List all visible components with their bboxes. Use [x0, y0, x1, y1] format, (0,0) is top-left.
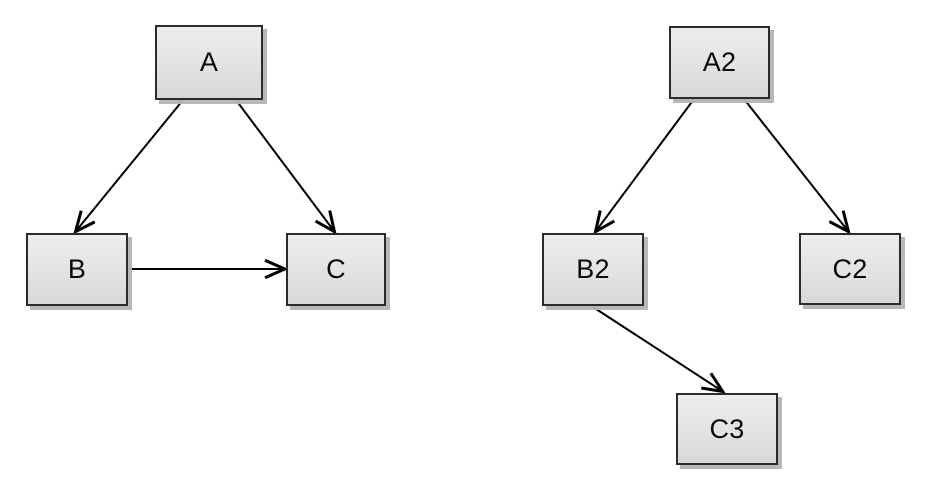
- node-label: B: [67, 254, 87, 284]
- node-c[interactable]: C: [286, 233, 386, 306]
- node-label: C: [326, 254, 346, 284]
- node-b[interactable]: B: [26, 233, 128, 306]
- edge-a2-b2[interactable]: [596, 98, 695, 231]
- edge-a2-c2[interactable]: [743, 98, 848, 231]
- node-a2[interactable]: A2: [669, 26, 770, 99]
- edge-a-c[interactable]: [235, 99, 334, 231]
- node-label: A: [199, 47, 219, 77]
- node-label: C2: [832, 253, 868, 284]
- edge-b2-c3[interactable]: [592, 306, 722, 391]
- node-b2[interactable]: B2: [542, 233, 644, 306]
- node-c2[interactable]: C2: [799, 233, 901, 305]
- node-c3[interactable]: C3: [676, 393, 778, 465]
- node-label: C3: [709, 413, 745, 444]
- node-label: A2: [702, 47, 737, 77]
- edge-a-b[interactable]: [76, 99, 184, 231]
- node-a[interactable]: A: [155, 25, 263, 100]
- node-label: B2: [576, 254, 610, 284]
- edges-group: [76, 98, 848, 391]
